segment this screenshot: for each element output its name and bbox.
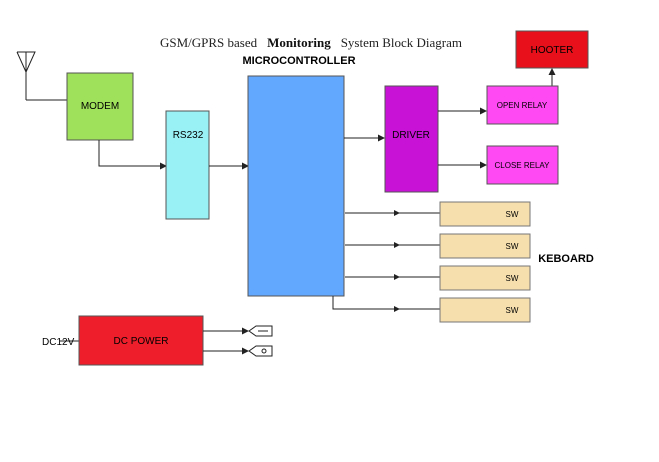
switch-4: SW bbox=[439, 297, 531, 323]
title-part-1: GSM/GPRS based bbox=[160, 35, 258, 50]
modem-block bbox=[66, 72, 134, 141]
title-part-2: Monitoring bbox=[267, 35, 331, 50]
dc-power-block bbox=[78, 315, 204, 366]
driver-label: DRIVER bbox=[392, 130, 430, 141]
diagram-title: GSM/GPRS based Monitoring System Block D… bbox=[160, 34, 462, 51]
microcontroller-heading: MICROCONTROLLER bbox=[242, 55, 355, 67]
switch-1: SW bbox=[439, 201, 531, 227]
open-relay-block bbox=[486, 85, 559, 125]
keyboard-heading: KEBOARD bbox=[538, 253, 594, 265]
positive-terminal-icon bbox=[248, 325, 273, 337]
switch-1-label: SW bbox=[506, 210, 519, 219]
switch-3-arrowhead bbox=[394, 274, 400, 280]
modem-to-rs232-connector bbox=[98, 140, 167, 170]
switch-3-label: SW bbox=[506, 274, 519, 283]
switch-4-connector bbox=[332, 296, 440, 310]
switch-1-arrowhead bbox=[394, 210, 400, 216]
modem-label: MODEM bbox=[81, 101, 119, 112]
open-relay-label: OPEN RELAY bbox=[497, 101, 548, 110]
rs232-block bbox=[165, 110, 210, 220]
title-part-3: System Block Diagram bbox=[341, 35, 462, 50]
switch-2-label: SW bbox=[506, 242, 519, 251]
close-relay-label: CLOSE RELAY bbox=[495, 161, 551, 170]
switch-4-label: SW bbox=[506, 306, 519, 315]
driver-block bbox=[384, 85, 439, 193]
rs232-label: RS232 bbox=[173, 130, 204, 141]
dc-input-label: DC12V bbox=[42, 337, 75, 348]
switch-3: SW bbox=[439, 265, 531, 291]
switch-4-arrowhead bbox=[394, 306, 400, 312]
hooter-block bbox=[515, 30, 589, 69]
antenna-icon bbox=[16, 51, 67, 101]
close-relay-block bbox=[486, 145, 559, 185]
switch-2: SW bbox=[439, 233, 531, 259]
dc-power-label: DC POWER bbox=[114, 336, 169, 347]
microcontroller-block bbox=[247, 75, 345, 297]
negative-terminal-icon bbox=[248, 345, 273, 357]
hooter-label: HOOTER bbox=[531, 45, 574, 56]
switch-2-arrowhead bbox=[394, 242, 400, 248]
